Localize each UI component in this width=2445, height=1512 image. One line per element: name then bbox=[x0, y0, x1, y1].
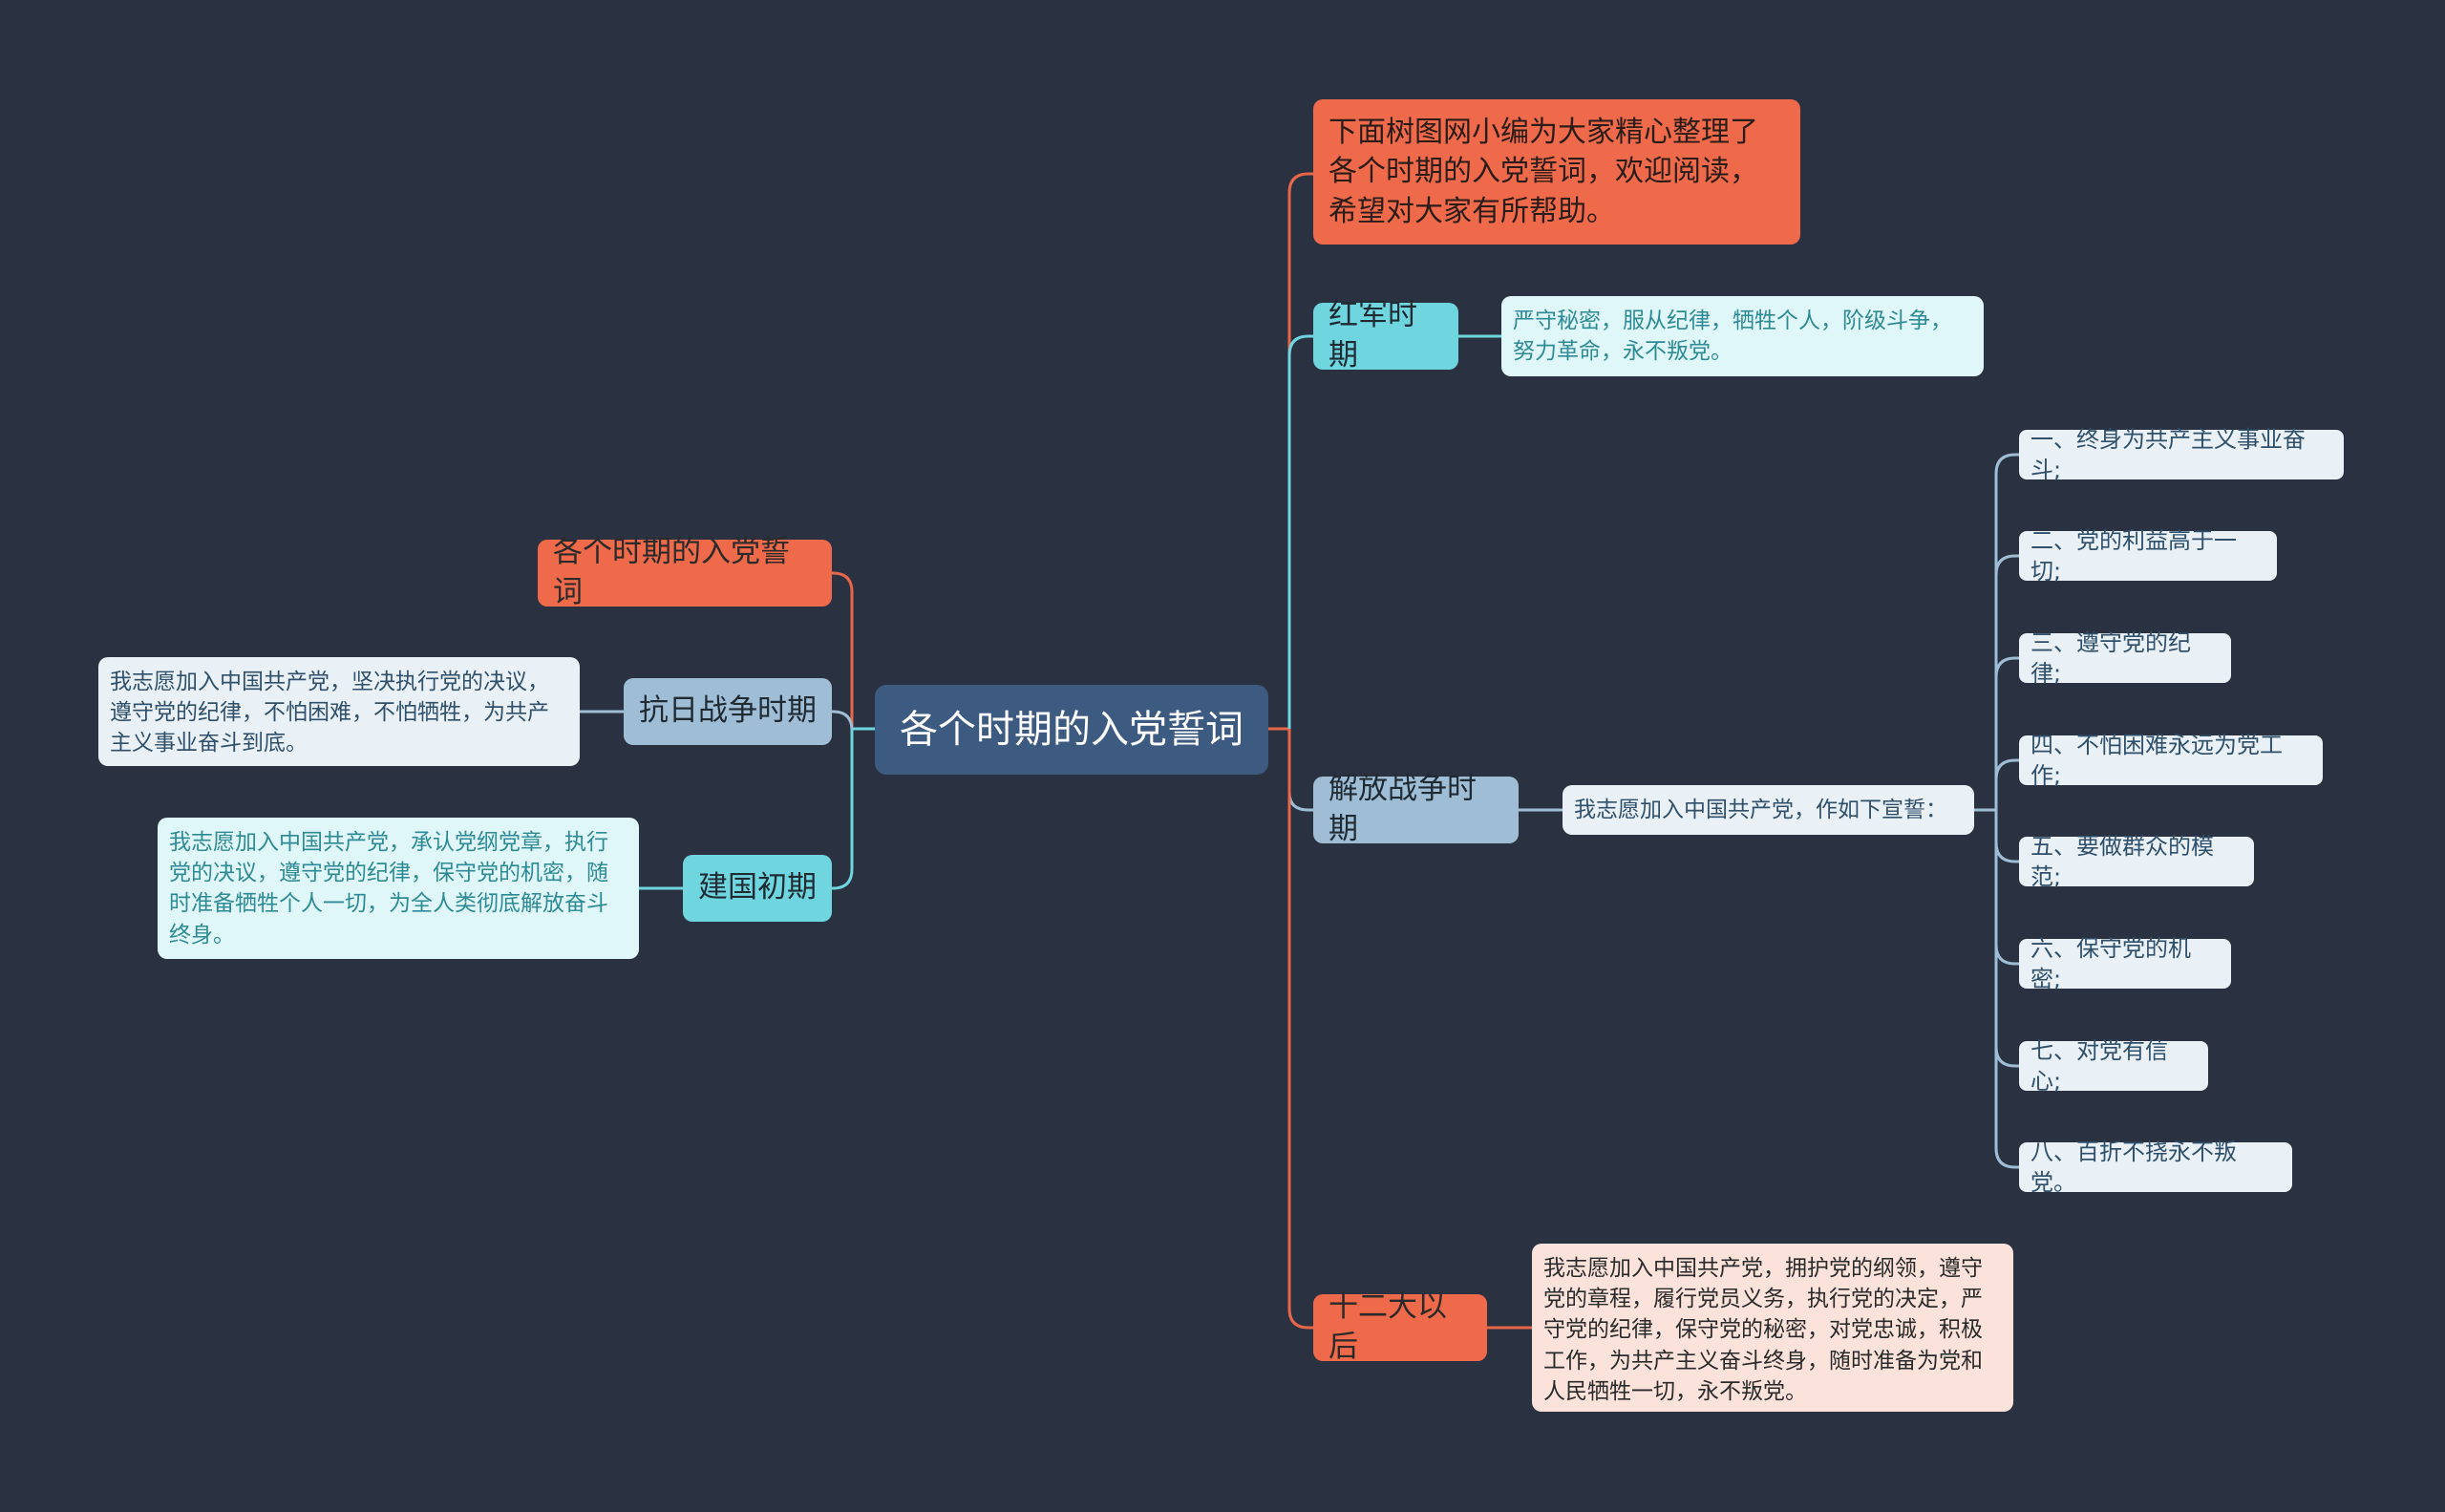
connector-item-7 bbox=[1994, 810, 2019, 1068]
early-prc-node[interactable]: 建国初期 bbox=[683, 855, 832, 922]
left-title-node[interactable]: 各个时期的入党誓词 bbox=[538, 535, 832, 609]
oath-item-text: 七、对党有信心; bbox=[2030, 1036, 2168, 1095]
center-topic[interactable]: 各个时期的入党誓词 bbox=[875, 685, 1268, 775]
red-army-oath-text: 严守秘密，服从纪律，牺牲个人，阶级斗争，努力革命，永不叛党。 bbox=[1513, 309, 1952, 365]
oath-item[interactable]: 五、要做群众的模范; bbox=[2019, 833, 2254, 890]
oath-item-text: 二、党的利益高于一切; bbox=[2030, 526, 2237, 585]
oath-item-text: 四、不怕困难永远为党工作; bbox=[2030, 731, 2283, 789]
oath-item[interactable]: 四、不怕困难永远为党工作; bbox=[2019, 732, 2323, 789]
oath-item-text: 三、遵守党的纪律; bbox=[2030, 628, 2191, 687]
anti-japanese-node[interactable]: 抗日战争时期 bbox=[624, 678, 832, 745]
early-prc-oath[interactable]: 我志愿加入中国共产党，承认党纲党章，执行党的决议，遵守党的纪律，保守党的机密，随… bbox=[158, 818, 639, 959]
connector-red-army bbox=[1287, 334, 1313, 729]
intro-node[interactable]: 下面树图网小编为大家精心整理了各个时期的入党誓词，欢迎阅读，希望对大家有所帮助。 bbox=[1313, 99, 1800, 245]
connector-item-3 bbox=[1994, 656, 2019, 810]
left-title-label: 各个时期的入党誓词 bbox=[553, 535, 790, 609]
anti-japanese-oath-text: 我志愿加入中国共产党，坚决执行党的决议，遵守党的纪律，不怕困难，不怕牺牲，为共产… bbox=[110, 670, 549, 756]
oath-item[interactable]: 三、遵守党的纪律; bbox=[2019, 629, 2231, 687]
liberation-oath-text: 我志愿加入中国共产党，作如下宣誓： bbox=[1574, 797, 1947, 822]
connector-intro bbox=[1287, 172, 1313, 729]
oath-item-text: 一、终身为共产主义事业奋斗; bbox=[2030, 425, 2306, 483]
connector-after-12th bbox=[1287, 729, 1313, 1330]
red-army-label: 红军时期 bbox=[1329, 298, 1417, 373]
connector-left-early-prc bbox=[832, 729, 854, 890]
oath-item-text: 八、百折不挠永不叛党。 bbox=[2030, 1138, 2237, 1196]
connector-item-4 bbox=[1994, 758, 2019, 810]
red-army-node[interactable]: 红军时期 bbox=[1313, 298, 1458, 373]
oath-item[interactable]: 七、对党有信心; bbox=[2019, 1037, 2208, 1095]
connector-left-title bbox=[832, 571, 854, 729]
center-topic-label: 各个时期的入党誓词 bbox=[900, 708, 1244, 752]
oath-item[interactable]: 一、终身为共产主义事业奋斗; bbox=[2019, 426, 2344, 483]
anti-japanese-label: 抗日战争时期 bbox=[639, 693, 817, 729]
oath-item-text: 五、要做群众的模范; bbox=[2030, 832, 2214, 890]
liberation-oath[interactable]: 我志愿加入中国共产党，作如下宣誓： bbox=[1563, 785, 1974, 835]
early-prc-label: 建国初期 bbox=[698, 870, 817, 905]
oath-item[interactable]: 六、保守党的机密; bbox=[2019, 935, 2231, 992]
after-12th-oath-text: 我志愿加入中国共产党，拥护党的纲领，遵守党的章程，履行党员义务，执行党的决定，严… bbox=[1543, 1256, 1983, 1404]
oath-item-text: 六、保守党的机密; bbox=[2030, 934, 2191, 992]
liberation-node[interactable]: 解放战争时期 bbox=[1313, 772, 1519, 846]
red-army-oath[interactable]: 严守秘密，服从纪律，牺牲个人，阶级斗争，努力革命，永不叛党。 bbox=[1501, 296, 1984, 376]
oath-item[interactable]: 八、百折不挠永不叛党。 bbox=[2019, 1139, 2292, 1196]
connector-item-1 bbox=[1994, 453, 2019, 810]
oath-item[interactable]: 二、党的利益高于一切; bbox=[2019, 527, 2277, 585]
after-12th-node[interactable]: 十二大以后 bbox=[1313, 1289, 1487, 1364]
connector-left-anti-japanese bbox=[832, 710, 854, 732]
connector-item-2 bbox=[1994, 554, 2019, 810]
connector-item-5 bbox=[1994, 810, 2019, 863]
early-prc-oath-text: 我志愿加入中国共产党，承认党纲党章，执行党的决议，遵守党的纪律，保守党的机密，随… bbox=[169, 830, 608, 948]
connector-liberation bbox=[1287, 729, 1313, 812]
connector-item-6 bbox=[1994, 810, 2019, 966]
after-12th-oath[interactable]: 我志愿加入中国共产党，拥护党的纲领，遵守党的章程，履行党员义务，执行党的决定，严… bbox=[1532, 1244, 2013, 1412]
intro-text: 下面树图网小编为大家精心整理了各个时期的入党誓词，欢迎阅读，希望对大家有所帮助。 bbox=[1329, 116, 1758, 228]
anti-japanese-oath[interactable]: 我志愿加入中国共产党，坚决执行党的决议，遵守党的纪律，不怕困难，不怕牺牲，为共产… bbox=[98, 657, 580, 766]
liberation-label: 解放战争时期 bbox=[1329, 772, 1477, 846]
connector-item-8 bbox=[1994, 810, 2019, 1169]
after-12th-label: 十二大以后 bbox=[1329, 1289, 1447, 1364]
